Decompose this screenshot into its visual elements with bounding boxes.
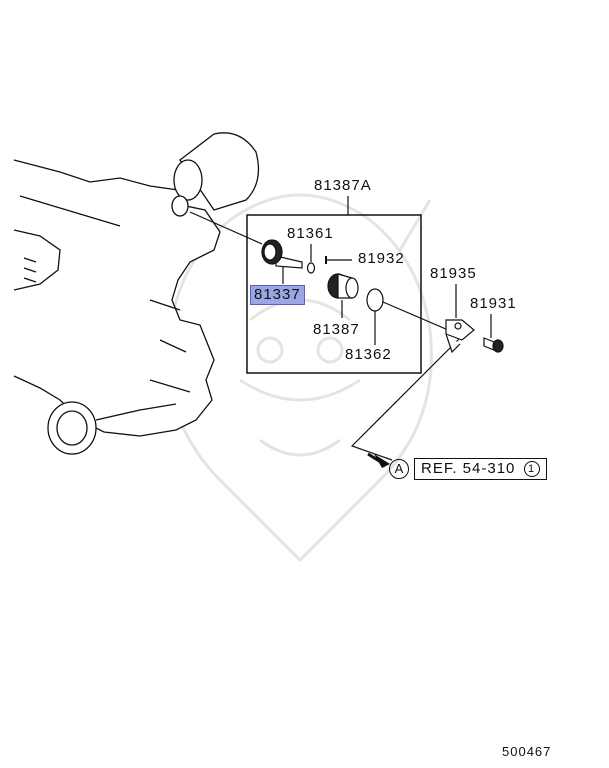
label-81935[interactable]: 81935: [430, 265, 477, 282]
reference-text: REF. 54-310: [421, 460, 516, 477]
reference-leader: [350, 301, 464, 461]
drive-gear-shaft: [261, 239, 303, 269]
transfer-case-housing: [13, 132, 260, 455]
oil-seal: [366, 288, 384, 312]
label-81361[interactable]: 81361: [287, 225, 334, 242]
reference-arrow-shaft: [367, 452, 385, 466]
reference-marker-circle[interactable]: A: [389, 459, 409, 479]
assembly-frame: [246, 214, 422, 374]
label-assembly[interactable]: 81387A: [314, 177, 372, 194]
label-81932[interactable]: 81932: [358, 250, 405, 267]
diagram-id: 500467: [502, 744, 552, 759]
leader-housing: [189, 211, 263, 245]
reference-box[interactable]: REF. 54-310 1: [414, 458, 547, 481]
bracket: [445, 319, 475, 354]
o-ring-small: [306, 262, 316, 274]
bolt: [483, 337, 504, 353]
label-81362[interactable]: 81362: [345, 346, 392, 363]
label-81387[interactable]: 81387: [313, 321, 360, 338]
label-81337-highlighted[interactable]: 81337: [250, 285, 305, 305]
reference-sub-circle: 1: [523, 461, 540, 478]
label-81931[interactable]: 81931: [470, 295, 517, 312]
driven-sleeve: [327, 273, 359, 299]
